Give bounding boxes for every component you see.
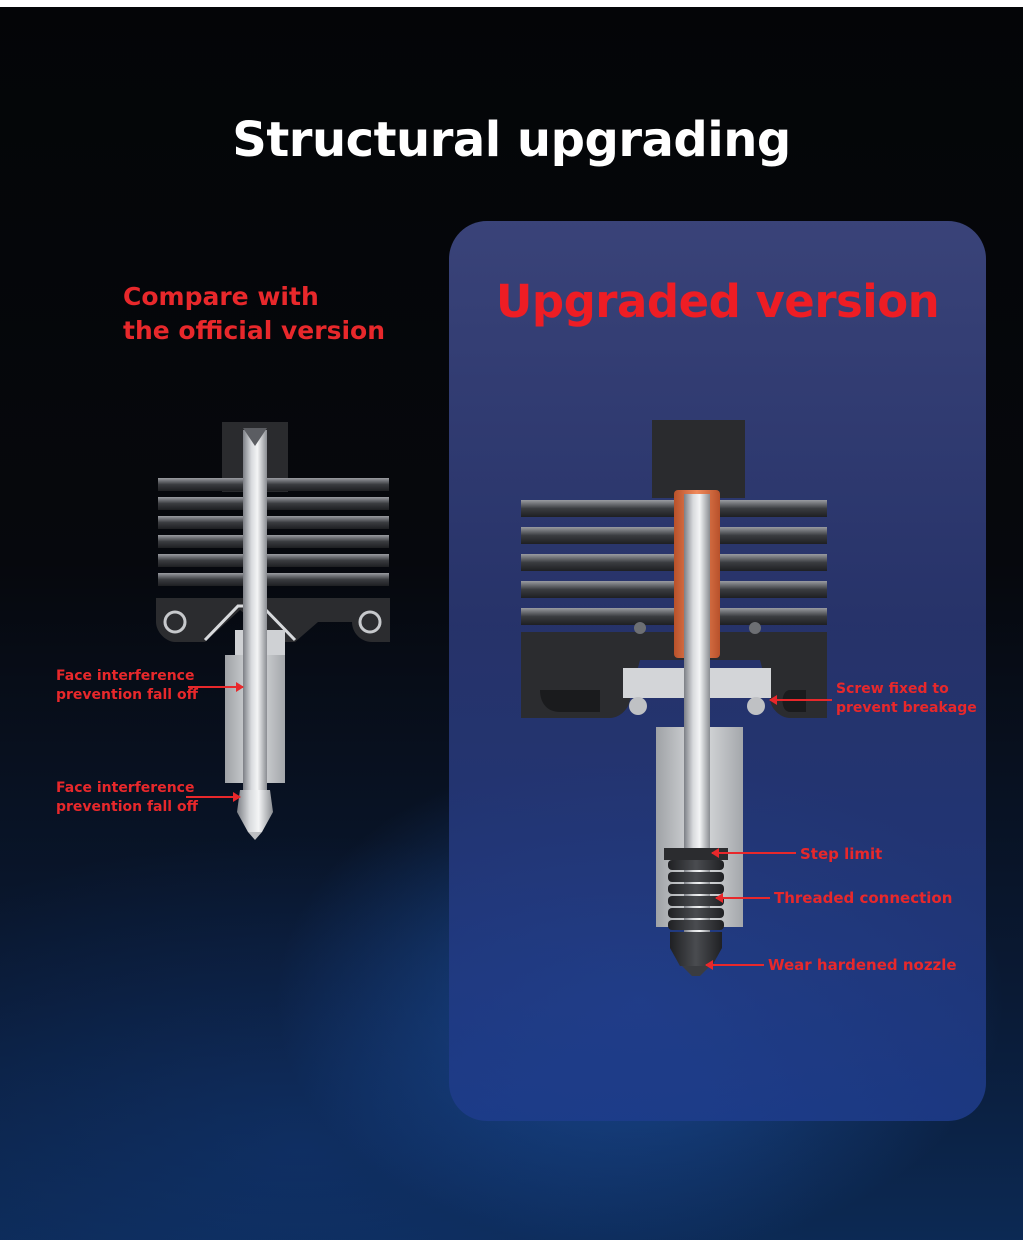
bottom-border — [0, 1240, 1023, 1250]
top-border — [0, 0, 1023, 7]
screw-fixed-label: Screw fixed to prevent breakage — [836, 680, 977, 718]
official-leader-lines — [186, 682, 244, 802]
upgraded-leader-lines — [705, 695, 832, 970]
wear-hardened-nozzle-label: Wear hardened nozzle — [768, 956, 957, 974]
screw-fixed-label-line1: Screw fixed to — [836, 681, 949, 697]
official-hotend-illustration — [156, 422, 390, 840]
official-label-top: Face interference prevention fall off — [56, 667, 198, 705]
upgraded-version-heading: Upgraded version — [495, 275, 940, 328]
official-label-bottom-line2: prevention fall off — [56, 799, 198, 815]
upgraded-hotend-illustration — [521, 420, 827, 976]
official-label-top-line1: Face interference — [56, 668, 195, 684]
official-version-heading: Compare with the official version — [123, 280, 423, 348]
official-heading-line1: Compare with — [123, 282, 319, 311]
official-label-bottom: Face interference prevention fall off — [56, 779, 198, 817]
official-label-top-line2: prevention fall off — [56, 687, 198, 703]
official-heading-line2: the official version — [123, 316, 385, 345]
step-limit-label: Step limit — [800, 845, 883, 863]
page-title: Structural upgrading — [232, 112, 791, 168]
screw-fixed-label-line2: prevent breakage — [836, 700, 977, 716]
official-label-bottom-line1: Face interference — [56, 780, 195, 796]
threaded-connection-label: Threaded connection — [774, 889, 953, 907]
